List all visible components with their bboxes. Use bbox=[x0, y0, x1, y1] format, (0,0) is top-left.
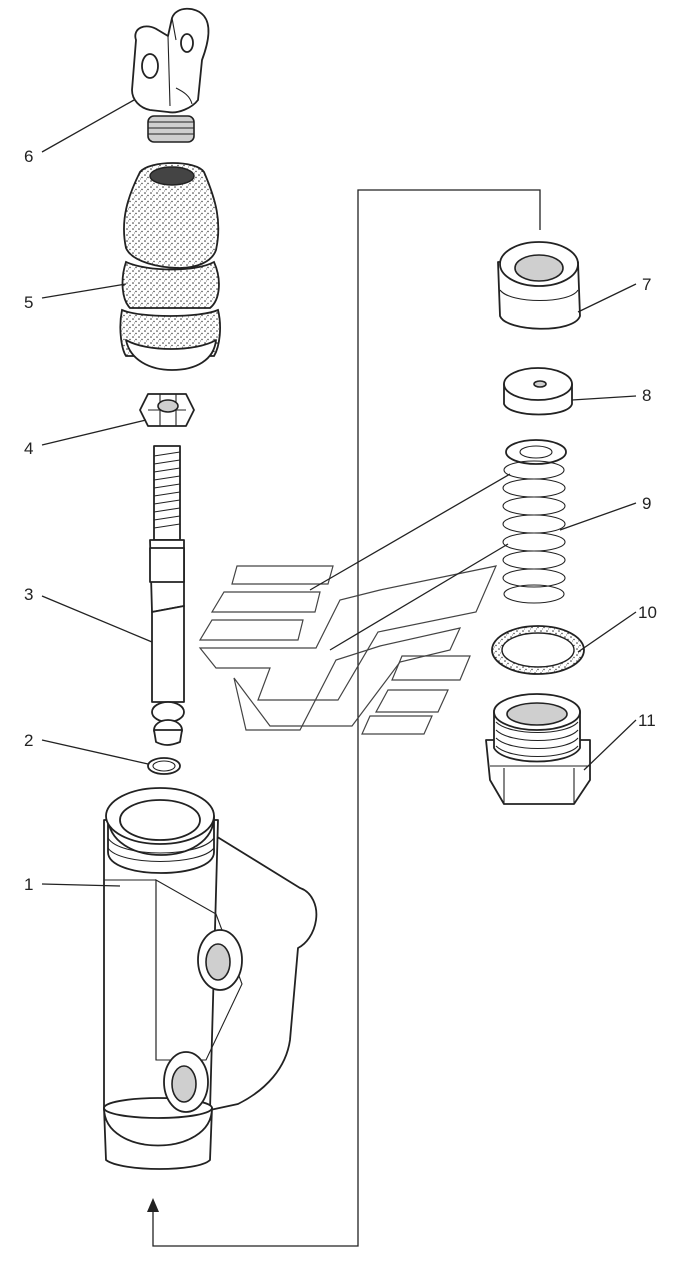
callout-10: 10 bbox=[638, 603, 657, 622]
part-11-plug bbox=[485, 693, 591, 805]
callout-4: 4 bbox=[24, 439, 33, 458]
callout-2: 2 bbox=[24, 731, 33, 750]
callout-8: 8 bbox=[642, 386, 651, 405]
part-4-nut bbox=[139, 393, 195, 427]
part-5-boot bbox=[119, 162, 221, 371]
part-10-seal-ring bbox=[491, 625, 585, 675]
part-8-disc bbox=[503, 367, 573, 416]
part-6-clevis bbox=[131, 7, 210, 143]
part-3-pushrod bbox=[149, 445, 185, 746]
callout-6: 6 bbox=[24, 147, 33, 166]
leader-lines bbox=[41, 99, 637, 887]
callout-1: 1 bbox=[24, 875, 33, 894]
callout-7: 7 bbox=[642, 275, 651, 294]
watermark-logo bbox=[198, 565, 498, 735]
callout-3: 3 bbox=[24, 585, 33, 604]
part-1-cylinder bbox=[103, 787, 318, 1170]
part-7-cap bbox=[497, 241, 581, 330]
callout-9: 9 bbox=[642, 494, 651, 513]
callout-5: 5 bbox=[24, 293, 33, 312]
part-9-spring bbox=[502, 439, 567, 604]
part-2-ring bbox=[147, 757, 181, 775]
assembly-arrow-icon bbox=[147, 1198, 159, 1212]
callout-11: 11 bbox=[638, 711, 656, 730]
